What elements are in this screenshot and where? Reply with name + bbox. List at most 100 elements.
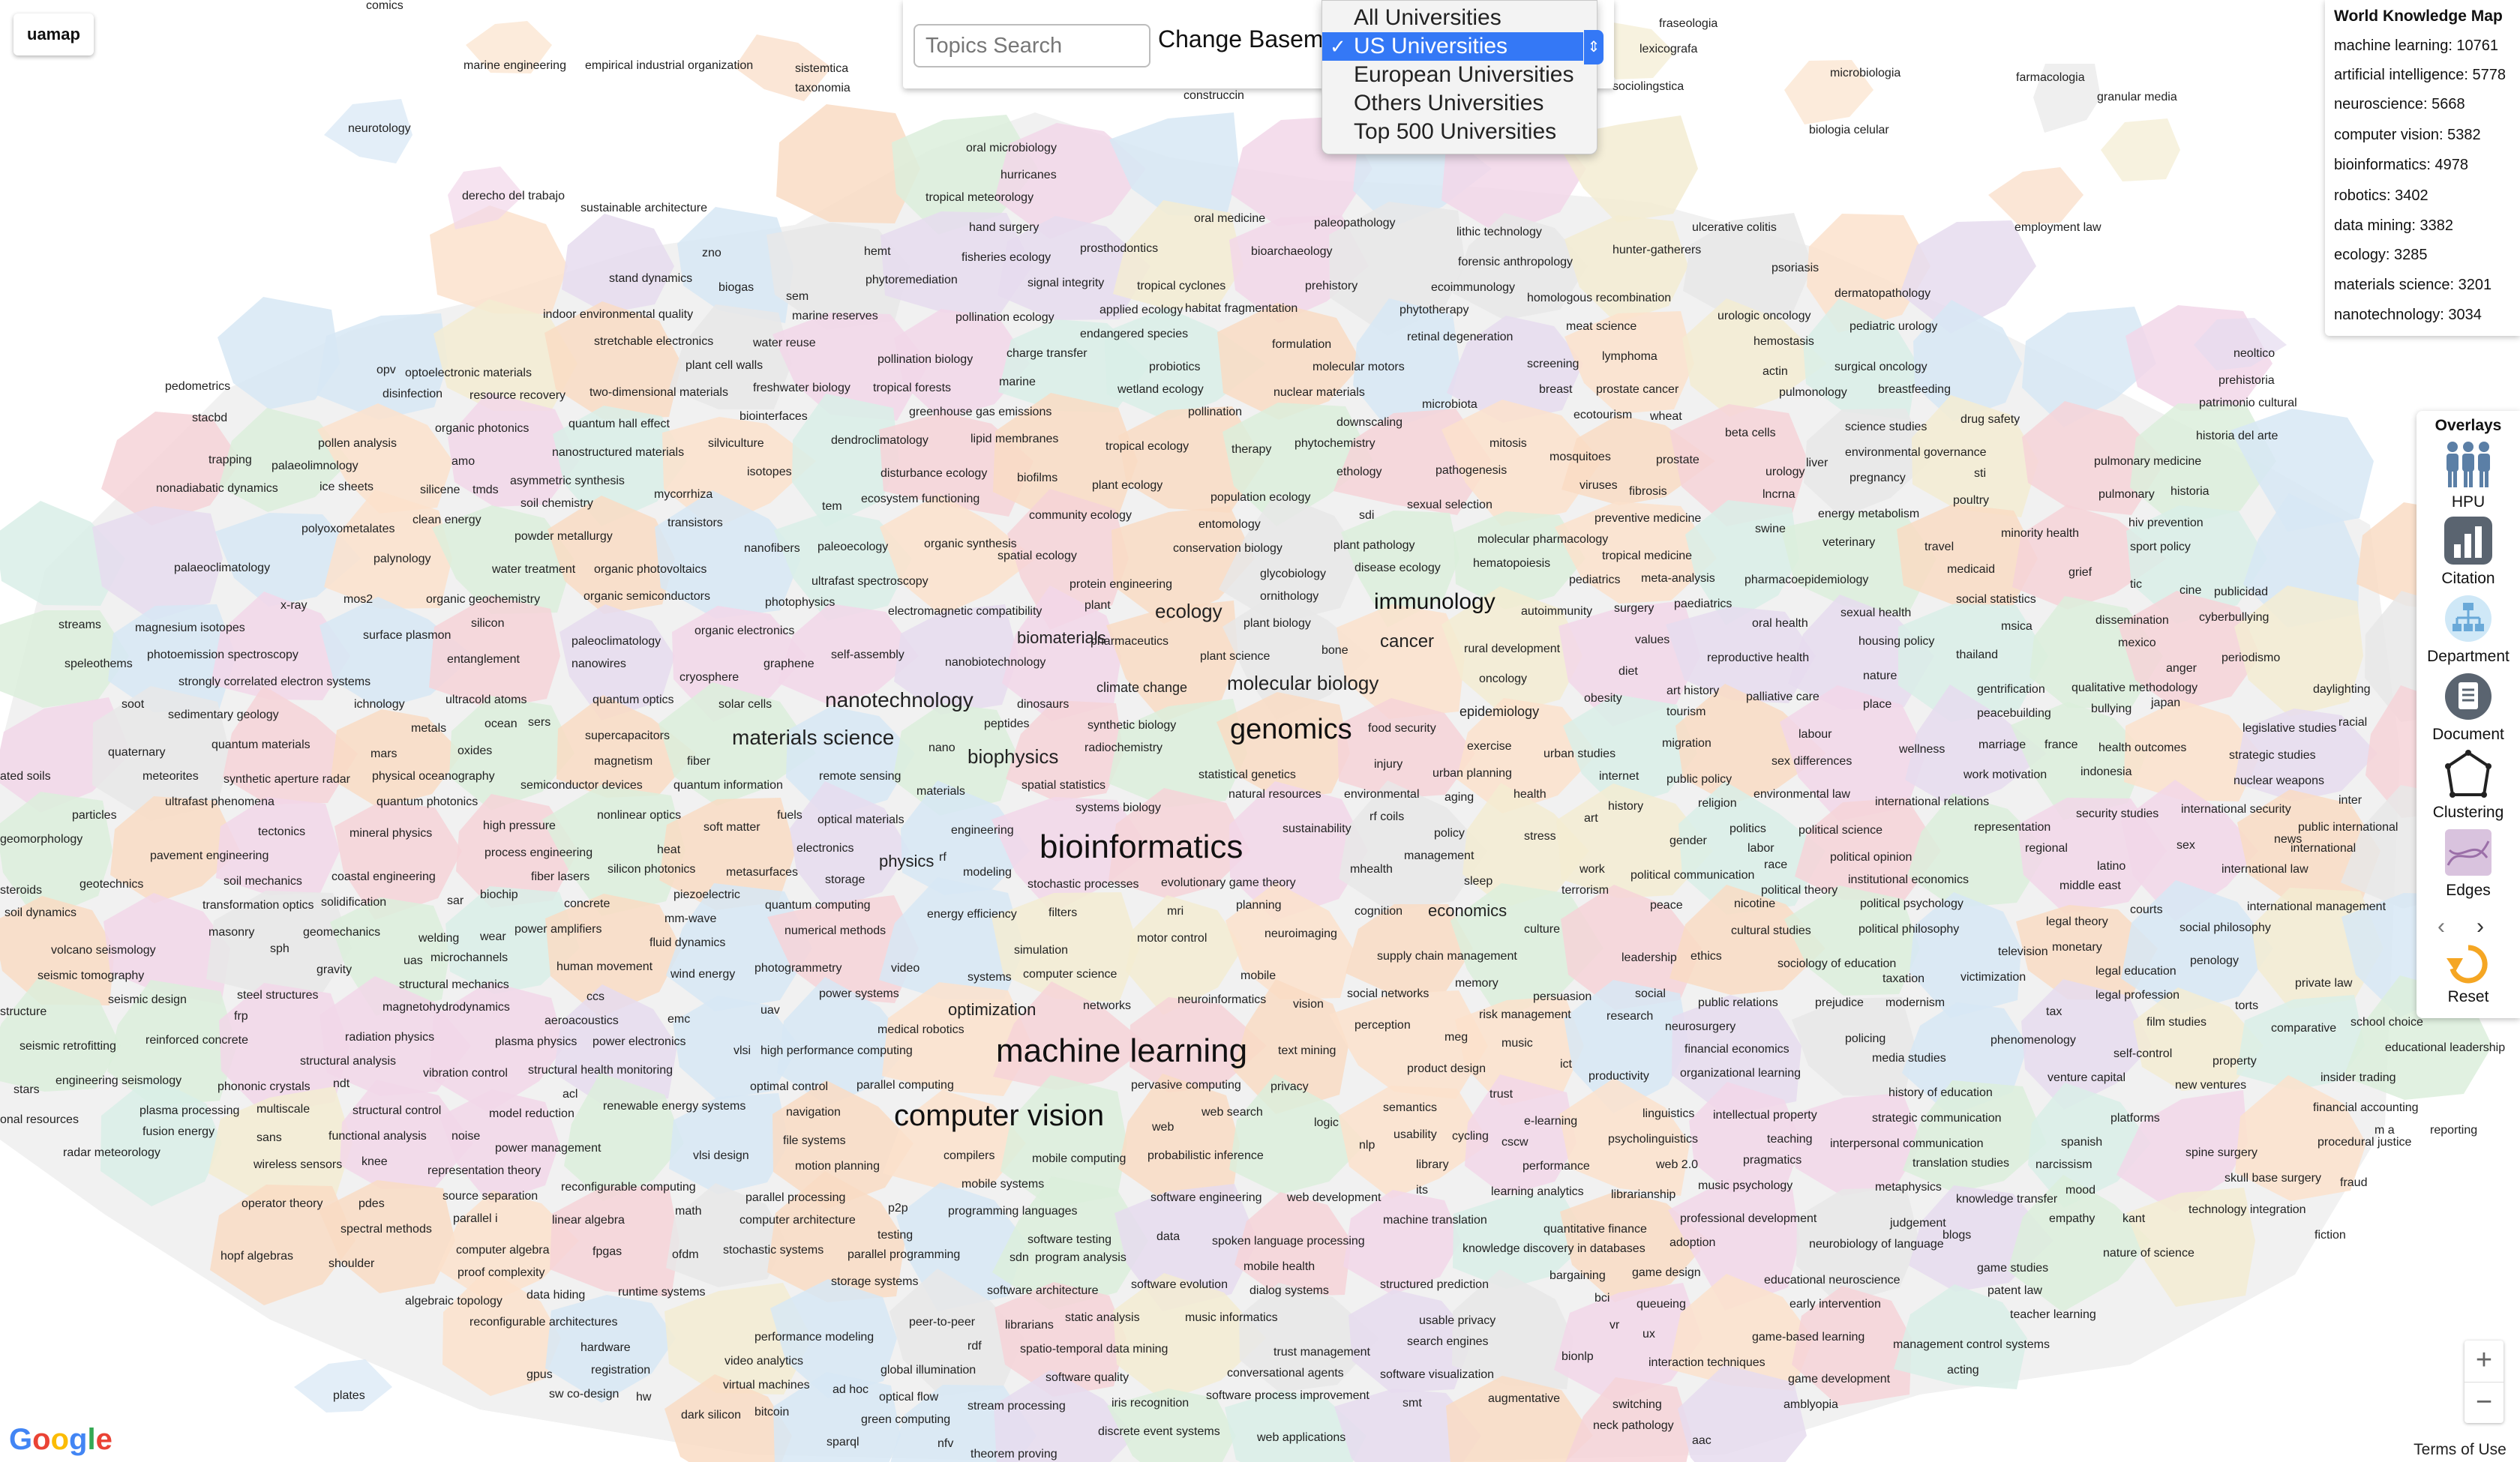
map-topic-label[interactable]: hematopoiesis — [1473, 557, 1551, 570]
map-topic-label[interactable]: data — [1156, 1230, 1180, 1243]
map-topic-label[interactable]: tropical ecology — [1106, 440, 1190, 453]
topic-region[interactable] — [1465, 1074, 1576, 1196]
map-topic-label[interactable]: sans — [256, 1131, 282, 1144]
map-topic-label[interactable]: cryosphere — [680, 671, 740, 684]
topic-island[interactable] — [448, 166, 524, 229]
topic-region[interactable] — [556, 695, 696, 798]
map-topic-label[interactable]: hunter-gatherers — [1612, 244, 1702, 256]
map-topic-label[interactable]: daylighting — [2313, 683, 2371, 696]
map-topic-label[interactable]: legal education — [2096, 965, 2176, 978]
map-topic-label[interactable]: vlsi — [734, 1044, 752, 1057]
map-topic-label[interactable]: environmental governance — [1845, 446, 1987, 459]
map-topic-label[interactable]: neuroimaging — [1264, 927, 1337, 940]
topic-region[interactable] — [2234, 586, 2363, 717]
map-topic-label[interactable]: spatio-temporal data mining — [1020, 1343, 1168, 1356]
map-topic-label[interactable]: sexual selection — [1407, 499, 1492, 511]
map-topic-label[interactable]: genomics — [1230, 714, 1352, 745]
map-topic-label[interactable]: particles — [72, 809, 117, 822]
map-topic-label[interactable]: gender — [1670, 834, 1707, 847]
topic-region[interactable] — [894, 309, 1030, 420]
map-topic-label[interactable]: wellness — [1899, 743, 1946, 756]
map-topic-label[interactable]: mos2 — [344, 593, 374, 606]
map-topic-label[interactable]: product design — [1407, 1062, 1486, 1075]
map-topic-label[interactable]: oral microbiology — [966, 142, 1057, 154]
map-topic-label[interactable]: patent law — [1988, 1284, 2042, 1297]
topic-region[interactable] — [1897, 504, 2038, 606]
topic-region[interactable] — [1564, 980, 1689, 1113]
topic-region[interactable] — [437, 1191, 579, 1303]
topic-region[interactable] — [1678, 781, 1826, 915]
map-topic-label[interactable]: health outcomes — [2098, 741, 2187, 754]
map-topic-label[interactable]: transistors — [668, 517, 723, 529]
map-topic-label[interactable]: phenomenology — [1990, 1034, 2076, 1047]
topic-region[interactable] — [1334, 1389, 1481, 1462]
map-topic-label[interactable]: granular media — [2097, 91, 2177, 103]
topics-search-input[interactable] — [914, 24, 1150, 67]
topic-region[interactable] — [1910, 892, 2021, 1018]
topic-region[interactable] — [1685, 500, 1799, 625]
map-topic-label[interactable]: dark silicon — [681, 1409, 742, 1422]
topic-region[interactable] — [1113, 200, 1244, 310]
map-topic-label[interactable]: reinforced concrete — [146, 1034, 248, 1047]
map-topic-label[interactable]: history of education — [1888, 1086, 1993, 1099]
map-topic-label[interactable]: knowledge transfer — [1956, 1193, 2058, 1206]
map-topic-label[interactable]: monetary — [2052, 941, 2102, 954]
map-topic-label[interactable]: file systems — [783, 1134, 846, 1147]
topic-region[interactable] — [324, 490, 452, 609]
map-topic-label[interactable]: parallel computing — [856, 1079, 954, 1092]
map-topic-label[interactable]: history — [1608, 800, 1644, 813]
map-topic-label[interactable]: sustainability — [1282, 822, 1352, 835]
map-topic-label[interactable]: penology — [2190, 954, 2239, 967]
topic-region[interactable] — [1108, 788, 1250, 899]
topic-island[interactable] — [1600, 22, 1675, 79]
map-topic-label[interactable]: biologia celular — [1809, 124, 1889, 136]
topic-region[interactable] — [901, 780, 1030, 895]
map-topic-label[interactable]: mood — [2066, 1184, 2096, 1197]
topic-region[interactable] — [770, 1279, 897, 1398]
map-topic-label[interactable]: software quality — [1046, 1371, 1130, 1384]
map-topic-label[interactable]: molecular pharmacology — [1478, 533, 1609, 546]
map-topic-label[interactable]: ecosystem functioning — [861, 493, 980, 505]
topic-region[interactable] — [1894, 1284, 2027, 1389]
topic-region[interactable] — [669, 1093, 789, 1194]
map-topic-label[interactable]: ocean — [484, 718, 518, 730]
map-topic-label[interactable]: ultracold atoms — [446, 694, 527, 706]
map-topic-label[interactable]: latino — [2097, 860, 2126, 873]
map-topic-label[interactable]: bitcoin — [754, 1406, 790, 1419]
map-topic-label[interactable]: optimization — [948, 1000, 1036, 1019]
topic-region[interactable] — [1229, 781, 1368, 921]
topic-region[interactable] — [545, 1295, 676, 1403]
map-topic-label[interactable]: mobile systems — [962, 1178, 1045, 1191]
topic-region[interactable] — [0, 978, 121, 1092]
map-topic-label[interactable]: semantics — [1383, 1101, 1438, 1114]
map-topic-label[interactable]: metasurfaces — [726, 866, 799, 879]
map-topic-label[interactable]: values — [1635, 634, 1670, 646]
topic-region[interactable] — [1561, 885, 1702, 1010]
map-topic-label[interactable]: neoltico — [2234, 347, 2276, 360]
map-topic-label[interactable]: political psychology — [1860, 897, 1964, 910]
map-topic-label[interactable]: comics — [366, 0, 404, 12]
map-topic-label[interactable]: materials — [916, 785, 965, 798]
map-topic-label[interactable]: financial accounting — [2313, 1101, 2419, 1114]
map-topic-label[interactable]: networks — [1083, 999, 1132, 1012]
map-topic-label[interactable]: science studies — [1845, 421, 1928, 433]
map-topic-label[interactable]: peer-to-peer — [909, 1316, 976, 1329]
topic-region[interactable] — [1788, 595, 1934, 710]
map-topic-label[interactable]: operator theory — [242, 1197, 323, 1210]
map-topic-label[interactable]: stacbd — [192, 412, 228, 424]
map-topic-label[interactable]: solar cells — [718, 698, 772, 711]
topic-region[interactable] — [92, 686, 230, 821]
map-topic-label[interactable]: political science — [1798, 824, 1883, 837]
map-topic-label[interactable]: modeling — [963, 866, 1012, 879]
map-topic-label[interactable]: acl — [562, 1088, 578, 1101]
map-topic-label[interactable]: reporting — [2430, 1124, 2478, 1137]
map-topic-label[interactable]: film studies — [2146, 1016, 2207, 1029]
map-topic-label[interactable]: vibration control — [423, 1067, 508, 1080]
map-topic-label[interactable]: heat — [657, 843, 681, 856]
topic-region[interactable] — [334, 801, 462, 920]
map-topic-label[interactable]: legal profession — [2096, 989, 2180, 1002]
map-topic-label[interactable]: sdn — [1010, 1251, 1029, 1264]
map-topic-label[interactable]: organic synthesis — [924, 538, 1017, 550]
map-topic-label[interactable]: quantitative finance — [1544, 1223, 1647, 1236]
map-topic-label[interactable]: stretchable electronics — [594, 335, 714, 348]
